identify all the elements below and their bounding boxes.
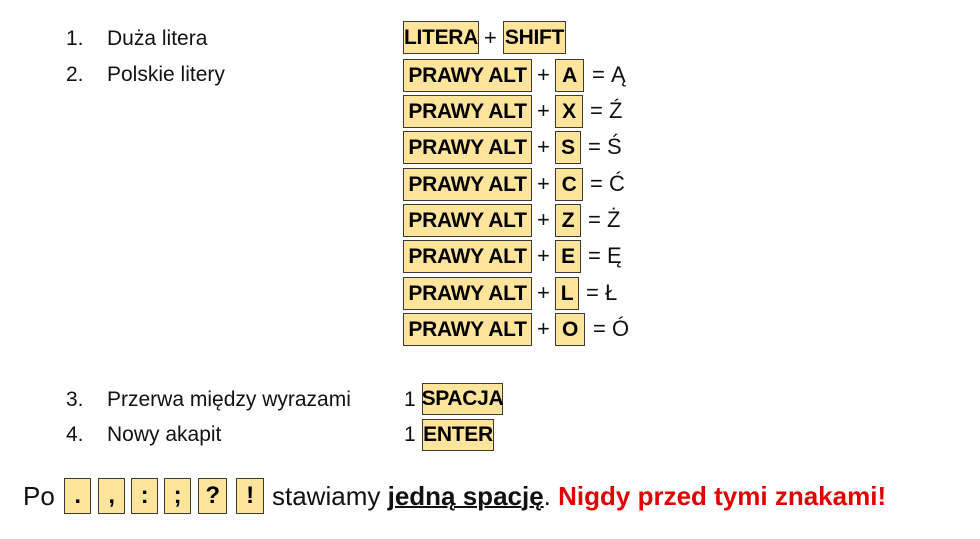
list-label-3: Przerwa między wyrazami [107,388,351,411]
key-prawy-alt: PRAWY ALT [403,240,532,273]
key-letter-z: Z [555,204,581,237]
plus-sign: + [537,134,550,159]
plus-sign: + [537,62,550,87]
result-letter: = Ę [588,243,622,268]
plus-sign: + [537,316,550,341]
key-letter-c: C [555,168,583,201]
result-letter: = Ł [586,280,618,305]
plus-sign: + [537,98,550,123]
list-label-4: Nowy akapit [107,423,222,446]
key-letter-o: O [555,313,585,346]
key-prawy-alt: PRAWY ALT [403,204,532,237]
key-letter-x: X [555,95,583,128]
key-prawy-alt: PRAWY ALT [403,131,532,164]
key-prawy-alt: PRAWY ALT [403,313,532,346]
result-letter: = Ć [590,171,625,196]
key-period: . [64,478,91,514]
key-letter-e: E [555,240,581,273]
key-letter-s: S [555,131,581,164]
result-letter: = Ś [588,134,622,159]
sentence-period: . [543,481,551,511]
list-number-4: 4. [66,423,84,446]
plus-sign: + [484,25,497,50]
result-letter: = Ó [593,316,630,341]
key-litera: LITERA [403,21,479,54]
result-letter: = Ż [588,207,621,232]
bottom-sentence: stawiamy jedną spację. Nigdy przed tymi … [272,481,886,511]
key-prawy-alt: PRAWY ALT [403,59,532,92]
bottom-middle-text: stawiamy [272,481,381,511]
key-letter-l: L [555,277,579,310]
key-prawy-alt: PRAWY ALT [403,277,532,310]
list-number-2: 2. [66,63,84,86]
key-enter: ENTER [422,419,494,451]
key-prawy-alt: PRAWY ALT [403,95,532,128]
key-letter-a: A [555,59,584,92]
enter-count: 1 [404,423,416,446]
result-letter: = Ź [590,98,623,123]
key-shift: SHIFT [503,21,566,54]
warning-text: Nigdy przed tymi znakami! [558,481,887,511]
bottom-prefix: Po [23,481,55,511]
key-comma: , [98,478,125,514]
list-number-1: 1. [66,27,84,50]
result-letter: = Ą [592,62,626,87]
key-exclamation-mark: ! [236,478,264,514]
plus-sign: + [537,280,550,305]
list-label-1: Duża litera [107,27,208,50]
key-question-mark: ? [198,478,227,514]
list-label-2: Polskie litery [107,63,225,86]
key-prawy-alt: PRAWY ALT [403,168,532,201]
plus-sign: + [537,171,550,196]
key-semicolon: ; [164,478,191,514]
space-count: 1 [404,388,416,411]
key-spacja: SPACJA [422,383,504,415]
plus-sign: + [537,207,550,232]
emphasis-text: jedną spację [387,481,544,511]
plus-sign: + [537,243,550,268]
list-number-3: 3. [66,388,84,411]
key-colon: : [131,478,158,514]
